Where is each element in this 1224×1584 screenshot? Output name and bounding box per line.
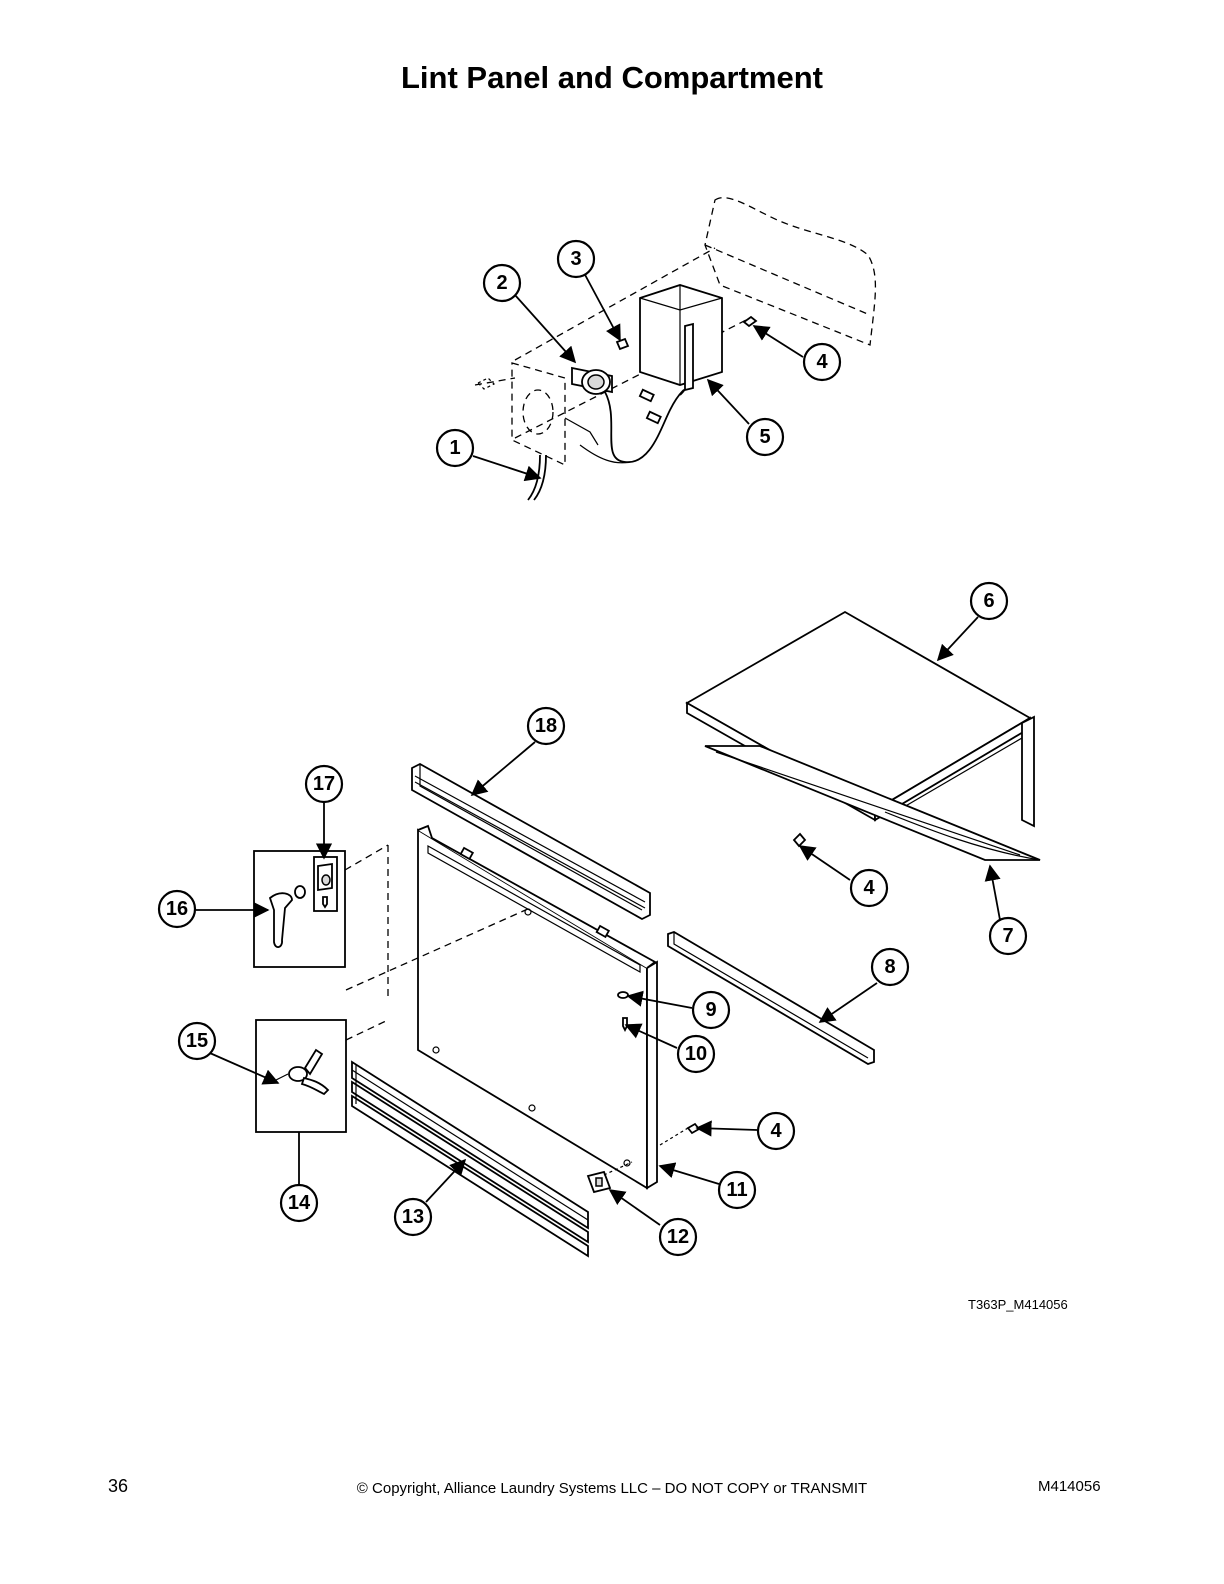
svg-text:10: 10	[685, 1043, 707, 1065]
callout-11: 11	[717, 1170, 757, 1210]
svg-text:11: 11	[726, 1179, 747, 1201]
panel-part-11	[417, 824, 658, 1190]
svg-text:17: 17	[313, 773, 335, 795]
inset-part-16	[253, 850, 346, 968]
box-part-5	[639, 284, 723, 392]
callout-4: 4	[756, 1111, 796, 1151]
callout-15: 15	[177, 1021, 217, 1061]
callout-17: 17	[304, 764, 344, 804]
rail-part-18	[411, 762, 651, 921]
svg-text:4: 4	[770, 1120, 782, 1142]
callout-12: 12	[658, 1217, 698, 1257]
strip-part-8	[667, 931, 875, 1065]
callout-13: 13	[393, 1197, 433, 1237]
svg-text:1: 1	[449, 437, 460, 459]
callout-9: 9	[691, 990, 731, 1030]
inset-part-14	[255, 1019, 347, 1133]
svg-text:6: 6	[983, 590, 994, 612]
drawing-code: T363P_M414056	[968, 1297, 1068, 1312]
document-number: M414056	[1038, 1478, 1101, 1495]
svg-text:13: 13	[402, 1206, 424, 1228]
svg-text:16: 16	[166, 898, 188, 920]
callout-4: 4	[802, 342, 842, 382]
callout-3: 3	[556, 239, 596, 279]
grille-part-13	[351, 1060, 589, 1258]
svg-text:18: 18	[535, 715, 557, 737]
callout-6: 6	[969, 581, 1009, 621]
latch-part-12	[586, 1170, 612, 1194]
callout-14: 14	[279, 1183, 319, 1223]
callout-1: 1	[435, 428, 475, 468]
callout-8: 8	[870, 947, 910, 987]
callout-10: 10	[676, 1034, 716, 1074]
leader-lines	[196, 270, 1001, 1226]
page-number: 36	[108, 1476, 129, 1496]
svg-text:8: 8	[884, 956, 895, 978]
page-title: Lint Panel and Compartment	[401, 60, 823, 95]
thermostat-part-2	[571, 366, 613, 395]
callout-18: 18	[526, 706, 566, 746]
svg-text:15: 15	[186, 1030, 208, 1052]
callout-16: 16	[157, 889, 197, 929]
svg-text:3: 3	[570, 248, 581, 270]
callout-2: 2	[482, 263, 522, 303]
copyright-notice: © Copyright, Alliance Laundry Systems LL…	[356, 1480, 868, 1497]
svg-text:9: 9	[705, 999, 716, 1021]
callout-7: 7	[988, 916, 1028, 956]
svg-text:12: 12	[667, 1226, 689, 1248]
svg-text:4: 4	[816, 351, 828, 373]
svg-text:2: 2	[496, 272, 507, 294]
lower-assembly	[253, 610, 1041, 1258]
svg-text:14: 14	[288, 1192, 311, 1214]
svg-text:5: 5	[759, 426, 770, 448]
callout-5: 5	[745, 417, 785, 457]
svg-text:7: 7	[1002, 925, 1013, 947]
screen-part-7	[704, 745, 1041, 861]
upper-assembly	[474, 197, 877, 501]
callout-4: 4	[849, 868, 889, 908]
svg-text:4: 4	[863, 877, 875, 899]
